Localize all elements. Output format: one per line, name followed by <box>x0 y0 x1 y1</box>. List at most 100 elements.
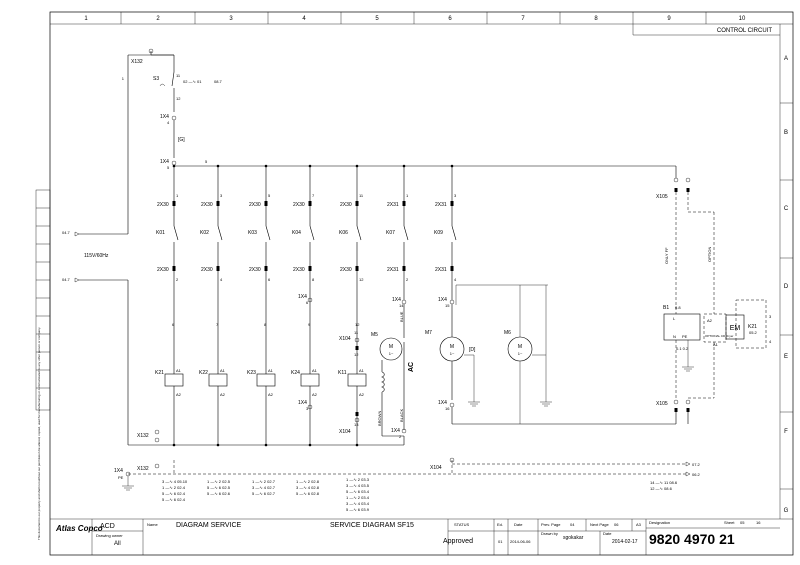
date2-value: 2014-02-17 <box>612 539 638 545</box>
drawn-by-value: sgokakar <box>563 535 584 541</box>
col5-terminal-a: X104 <box>339 336 351 342</box>
k23-contact-1: 1 —∿ 2 02.7 <box>252 479 276 484</box>
em-label: EM <box>730 325 741 332</box>
supply-ref-bottom: 04.7 <box>62 277 71 282</box>
terminal-bot-5: 2X31 <box>387 267 399 273</box>
column-5-extras: X104 11 12 X104 13 <box>339 330 359 435</box>
col5-terminal-b-circle <box>354 417 360 423</box>
atlas-copco-logo: Atlas Copco <box>54 522 103 534</box>
motor-m7: 1X4 15 M 1~ M7 [D] 1X4 16 <box>425 284 676 425</box>
option-label: OPTION <box>707 247 712 262</box>
terminal-top-3: 2X30 <box>293 202 305 208</box>
m5-phase: 1~ <box>389 351 394 356</box>
wire-number-4: 12 <box>355 322 360 327</box>
k22-contacts: 1 —∿ 2 02.5 5 —∿ 6 02.5 5 —∿ 6 02.6 <box>207 479 231 496</box>
coil-a1-3: A1 <box>312 368 318 373</box>
m5-wire-bot: BLACK <box>399 409 404 422</box>
prev-page-value: 04 <box>570 522 575 527</box>
terminal-bot-pin-4: 12 <box>359 277 364 282</box>
switch-actuator <box>159 83 166 87</box>
row-label-f: F <box>784 429 788 435</box>
terminal-top-pin-5: 1 <box>406 193 409 198</box>
k11-contact-5: 3 —∿ 4 03.4 <box>346 501 370 506</box>
motor-m5: 1X4 14 BLUE M 1~ M5 AC BROWN BLACK 1X4 2 <box>371 297 415 439</box>
terminal-top-pin-3: 7 <box>312 193 315 198</box>
bottom-rails: X132 X132 1X4 PE X104 07.2 06.2 <box>114 429 701 491</box>
ed-label: Ed. <box>497 522 503 527</box>
relay-label-1: K02 <box>200 230 209 236</box>
terminal-top-pin-4: 11 <box>359 193 364 198</box>
col5-terminal-b: X104 <box>339 429 351 435</box>
status-value: Approved <box>443 538 473 545</box>
terminal-top-pin-6: 3 <box>454 193 457 198</box>
acd-label: ACD <box>100 523 115 530</box>
k23-contact-2: 3 —∿ 4 02.7 <box>252 485 276 490</box>
dryer-a1: A1 <box>713 342 719 347</box>
relay-label-4: K06 <box>339 230 348 236</box>
m5-wire-side: BROWN <box>377 411 382 426</box>
k21-pin-3: 3 <box>769 314 772 319</box>
designation-value: 9820 4970 21 <box>649 531 735 547</box>
contact-blade-1 <box>217 225 223 241</box>
supply-voltage: 115V/60Hz <box>84 253 109 259</box>
terminal-bot-pin-3: 8 <box>312 277 315 282</box>
m7-terminal: 1X4 <box>438 297 447 303</box>
row-labels: A B C D E F G <box>784 56 789 514</box>
wire-number-3: 9 <box>308 322 311 327</box>
diagram-name: DIAGRAM SERVICE <box>176 522 242 529</box>
row-label-c: C <box>784 206 789 212</box>
switch-pin-12: 12 <box>176 96 181 101</box>
terminal-bot-block-2 <box>264 266 268 271</box>
terminal-1x4-a: 1X4 <box>160 114 169 120</box>
relay-label-2: K03 <box>248 230 257 236</box>
supply-ref-top: 04.7 <box>62 230 71 235</box>
col-label-8: 8 <box>594 16 598 22</box>
terminal-bot-6: 2X31 <box>435 267 447 273</box>
drawing-owner-label: Drawing owner <box>96 533 123 538</box>
terminal-top-block-5 <box>402 201 406 206</box>
k24-contacts: 1 —∿ 2 02.8 3 —∿ 4 02.8 5 —∿ 6 02.8 <box>296 479 320 496</box>
terminal-top-1: 2X30 <box>201 202 213 208</box>
terminal-bot-pin-6: 4 <box>454 277 457 282</box>
coil-1 <box>208 373 228 387</box>
terminal-top-2: 2X30 <box>249 202 261 208</box>
date-value: 2014-06-06 <box>510 539 531 544</box>
x105-top: X105 <box>656 194 668 200</box>
next-page-label: Next Page <box>590 522 609 527</box>
ed-value: 01 <box>498 539 503 544</box>
option-block: X105 ONLY FF OPTION B1 0.8 L N PE 0.1 0.… <box>656 166 772 424</box>
terminal-top-block-6 <box>450 201 454 206</box>
coil-a1-2: A1 <box>268 368 274 373</box>
m5-type: AC <box>408 362 415 372</box>
terminal-bot-3: 2X30 <box>293 267 305 273</box>
m7-phase: 1~ <box>450 351 455 356</box>
dryer-a2: A2 <box>707 318 713 323</box>
x104-bottom: X104 <box>430 465 442 471</box>
coil-3 <box>300 373 320 387</box>
terminal-x132-top: X132 <box>131 59 143 65</box>
coil-label-2: K23 <box>247 370 256 376</box>
b1-pins: 0.1 0.2 <box>676 346 689 351</box>
k11-contact-2: 3 —∿ 4 03.5 <box>346 483 370 488</box>
switch-s3: S3 <box>153 76 159 82</box>
terminal-top-block-0 <box>172 201 176 206</box>
col4-terminal-a: 1X4 <box>298 294 307 300</box>
terminal-1x4-pe: 1X4 <box>114 468 123 474</box>
col-label-9: 9 <box>667 16 671 22</box>
terminal-top-5: 2X31 <box>387 202 399 208</box>
paper-size: A3 <box>636 522 642 527</box>
switch-pin-11: 11 <box>176 73 181 78</box>
b1-label: B1 <box>663 305 669 311</box>
wire-1: 1 <box>122 76 125 81</box>
terminal-1x4-b: 1X4 <box>160 159 169 165</box>
terminal-top-pin-0: 1 <box>176 193 179 198</box>
drawn-by-label: Drawn by <box>541 531 558 536</box>
terminal-top-block-2 <box>264 201 268 206</box>
designation-label: Designation <box>649 520 670 525</box>
diagram-description: SERVICE DIAGRAM SF15 <box>330 522 414 529</box>
m6-name: M6 <box>504 330 511 336</box>
col-label-1: 1 <box>84 16 88 22</box>
name-label: Name <box>147 522 158 527</box>
row-label-g: G <box>784 508 789 514</box>
